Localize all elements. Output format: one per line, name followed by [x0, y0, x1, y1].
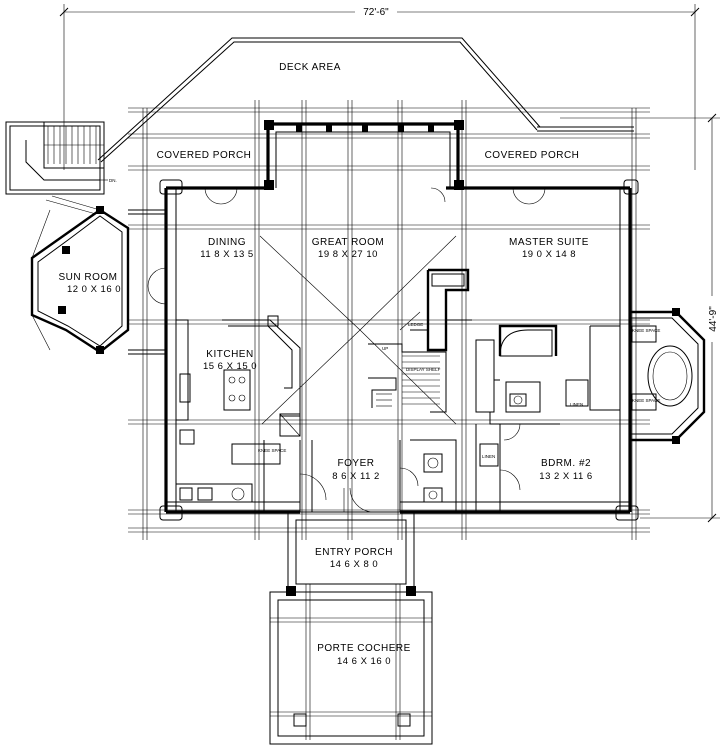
sun-room-size: 12 0 X 16 0 — [67, 284, 121, 295]
porte-cochere-size: 14 6 X 16 0 — [337, 656, 391, 667]
foyer-label: FOYER — [338, 458, 375, 469]
porte-cochere — [269, 591, 433, 745]
room-labels: DECK AREA COVERED PORCH COVERED PORCH DI… — [59, 62, 593, 667]
bdrm-linen-label: LINEN — [482, 454, 495, 459]
stair-up-label: UP — [382, 346, 388, 351]
master-suite-size: 19 0 X 14 8 — [522, 249, 576, 260]
interior-stair: UP DISPLAY SHELF LEDGE — [368, 311, 447, 413]
deck-area-label: DECK AREA — [279, 62, 341, 73]
entry-porch-label: ENTRY PORCH — [315, 547, 393, 558]
overall-width-dimension: 72'-6" — [59, 4, 700, 170]
overall-depth-label: 44'-9" — [708, 306, 719, 332]
exterior-stair: DN. — [5, 121, 117, 195]
great-room-size: 19 8 X 27 10 — [318, 249, 378, 260]
porch-french-doors — [204, 187, 546, 205]
covered-porch-right-label: COVERED PORCH — [485, 150, 580, 161]
kitchen-knee-space-label: KNEE SPACE — [258, 448, 286, 453]
master-bath: LINEN — [475, 324, 620, 425]
porte-cochere-label: PORTE COCHERE — [317, 643, 411, 654]
bedroom2-size: 13 2 X 11 6 — [539, 471, 592, 482]
knee-space-top-label: KNEE SPACE — [632, 328, 660, 333]
knee-space-bottom-label: KNEE SPACE — [632, 398, 660, 403]
master-tub-bay: KNEE SPACE KNEE SPACE — [628, 308, 706, 444]
great-room-label: GREAT ROOM — [312, 237, 384, 248]
fireplace — [410, 268, 472, 352]
kitchen-cabinets: KNEE SPACE — [175, 315, 301, 502]
bedroom2-label: BDRM. #2 — [541, 458, 591, 469]
stair-down-label: DN. — [109, 178, 117, 183]
kitchen-label: KITCHEN — [206, 349, 253, 360]
deck-outline — [97, 37, 634, 163]
sun-room-octagon — [30, 195, 166, 355]
bedroom2-walls: LINEN — [475, 423, 521, 512]
entry-porch-size: 14 6 X 8 0 — [330, 559, 378, 570]
great-room-beam-lines — [259, 235, 457, 425]
dining-label: DINING — [208, 237, 246, 248]
ledge-label: LEDGE — [408, 322, 423, 327]
covered-porch-left-label: COVERED PORCH — [157, 150, 252, 161]
great-room-bay — [264, 120, 464, 190]
sun-room-label: SUN ROOM — [59, 272, 118, 283]
sun-room-door — [147, 267, 167, 305]
master-linen-label: LINEN — [570, 402, 583, 407]
foyer-size: 8 6 X 11 2 — [332, 471, 380, 482]
main-walls — [159, 179, 639, 521]
kitchen-size: 15 6 X 15 0 — [203, 361, 257, 372]
overall-depth-dimension: 44'-9" — [560, 113, 720, 523]
display-shelf-label: DISPLAY SHELF — [406, 367, 441, 372]
overall-width-label: 72'-6" — [363, 7, 389, 18]
dining-size: 11 8 X 13 5 — [200, 249, 253, 260]
foyer-area — [263, 439, 457, 513]
master-suite-label: MASTER SUITE — [509, 237, 589, 248]
